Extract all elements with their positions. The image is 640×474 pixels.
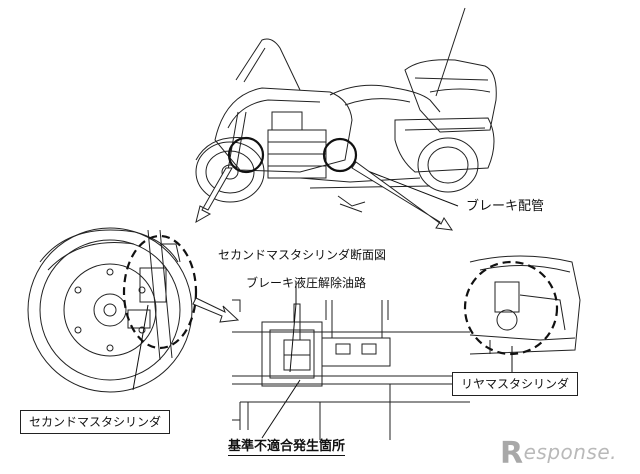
section-view bbox=[232, 299, 470, 440]
motorcycle-illustration bbox=[195, 7, 497, 213]
nonconforming-location-label: 基準不適合発生箇所 bbox=[228, 439, 346, 456]
watermark-text: esponse. bbox=[523, 440, 618, 464]
second-master-cylinder-label: セカンドマスタシリンダ bbox=[20, 410, 171, 434]
rear-cylinder-dashed-circle bbox=[463, 260, 559, 356]
brake-pipe-leader bbox=[359, 167, 459, 207]
rear-cylinder-detail bbox=[469, 255, 581, 355]
rear-cylinder-circle bbox=[322, 137, 358, 173]
response-watermark: Response. bbox=[500, 436, 617, 471]
section-view-title: セカンドマスタシリンダ断面図 bbox=[218, 248, 387, 262]
brake-pipe-label: ブレーキ配管 bbox=[466, 199, 545, 214]
rear-master-cylinder-label: リヤマスタシリンダ bbox=[452, 372, 579, 396]
front-cylinder-circle bbox=[227, 136, 265, 174]
callout-arrows bbox=[195, 161, 454, 231]
section-pointer-arrow bbox=[192, 297, 240, 323]
leader-lines bbox=[132, 282, 513, 439]
relief-passage-label: ブレーキ液圧解除油路 bbox=[246, 276, 367, 290]
second-cylinder-dashed-circle bbox=[122, 234, 198, 350]
watermark-logo-letter: R bbox=[500, 436, 524, 471]
front-brake-detail bbox=[27, 227, 193, 393]
